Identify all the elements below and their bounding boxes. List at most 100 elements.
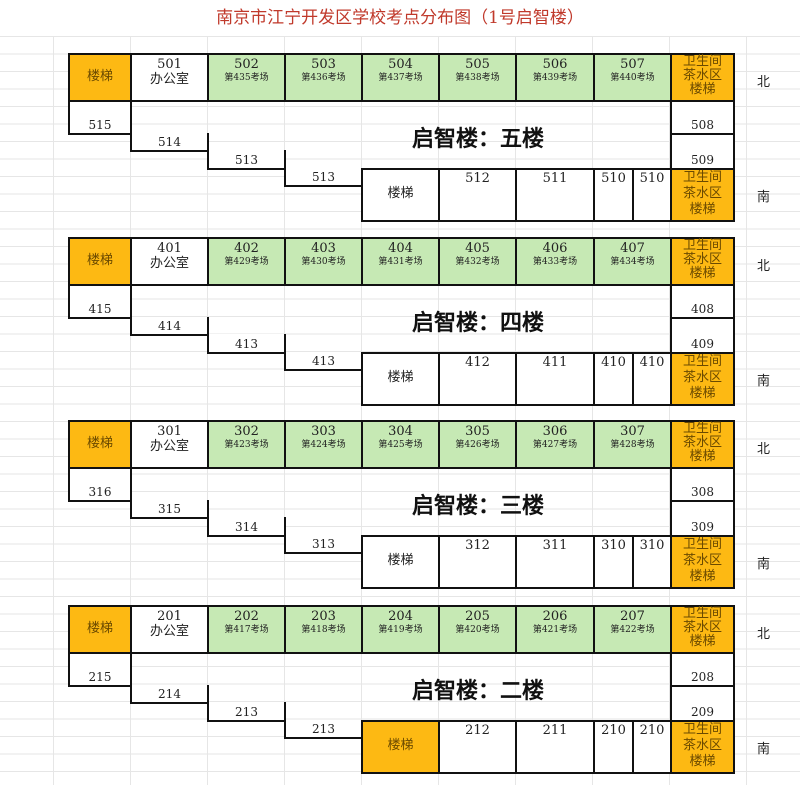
room-number: 515 — [88, 118, 112, 133]
exam-site-label: 第440考场 — [610, 72, 655, 83]
room-name: 办公室 — [149, 71, 189, 87]
exam-site-label: 第427考场 — [532, 439, 578, 450]
room-number: 314 — [235, 520, 258, 535]
room-408: 408 — [670, 284, 735, 319]
room-411: 411 — [515, 352, 595, 406]
north-label: 北 — [757, 75, 771, 90]
service-north: 卫生间茶水区楼梯 — [670, 53, 735, 102]
room-number: 413 — [235, 337, 258, 352]
hallway — [130, 467, 672, 537]
stair-label: 楼梯 — [387, 553, 414, 568]
room-number: 303 — [311, 424, 336, 439]
room-number: 215 — [88, 670, 112, 685]
service-label: 楼梯 — [689, 266, 716, 281]
exam-site-label: 第437考场 — [378, 72, 423, 83]
service-label: 茶水区 — [682, 186, 722, 201]
room-number: 506 — [542, 57, 568, 72]
room-number: 309 — [691, 520, 714, 535]
exam-site-label: 第432考场 — [455, 256, 500, 267]
room-number: 210 — [639, 723, 665, 738]
room-215: 215 — [68, 652, 132, 687]
room-311: 311 — [515, 535, 595, 589]
floor-title: 启智楼：二楼 — [412, 678, 545, 704]
room-number: 306 — [542, 424, 568, 439]
room-211: 211 — [515, 720, 595, 774]
hallway — [130, 652, 672, 722]
stair-left: 楼梯 — [68, 605, 132, 654]
service-label: 卫生间 — [682, 606, 722, 621]
service-label: 楼梯 — [689, 82, 716, 97]
room-number: 302 — [234, 424, 259, 439]
north-label: 北 — [757, 259, 771, 274]
room-413: 413 — [284, 352, 363, 371]
service-label: 楼梯 — [689, 634, 716, 649]
room-309: 309 — [670, 500, 735, 537]
room-number: 507 — [620, 57, 645, 72]
service-label: 茶水区 — [682, 252, 722, 267]
room-number: 209 — [691, 705, 714, 720]
room-409: 409 — [670, 317, 735, 354]
room-number: 408 — [691, 302, 714, 317]
room-510: 510 — [593, 168, 634, 222]
room-410: 410 — [632, 352, 672, 406]
room-number: 407 — [620, 241, 645, 256]
room-509: 509 — [670, 133, 735, 170]
room-number: 201 — [157, 609, 182, 624]
room-number: 410 — [601, 355, 626, 370]
north-label: 北 — [757, 627, 771, 642]
room-412: 412 — [438, 352, 517, 406]
room-313: 313 — [284, 535, 363, 554]
room-number: 316 — [88, 485, 112, 500]
room-414: 414 — [130, 317, 209, 336]
room-208: 208 — [670, 652, 735, 687]
stair-middle: 楼梯 — [361, 535, 440, 589]
room-number: 406 — [542, 241, 568, 256]
service-label: 楼梯 — [689, 202, 716, 217]
room-number: 310 — [639, 538, 665, 553]
room-213: 213 — [207, 702, 286, 722]
room-number: 204 — [388, 609, 413, 624]
service-label: 楼梯 — [689, 386, 716, 401]
room-number: 504 — [388, 57, 413, 72]
room-number: 311 — [542, 538, 568, 553]
exam-site-label: 第439考场 — [532, 72, 578, 83]
room-213: 213 — [284, 720, 363, 739]
exam-site-label: 第426考场 — [455, 439, 500, 450]
room-number: 501 — [157, 57, 182, 72]
room-310: 310 — [632, 535, 672, 589]
exam-site-label: 第424考场 — [301, 439, 346, 450]
room-number: 307 — [620, 424, 645, 439]
room-number: 213 — [312, 722, 335, 737]
exam-site-label: 第430考场 — [301, 256, 346, 267]
stair-left: 楼梯 — [68, 420, 132, 469]
exam-site-label: 第421考场 — [532, 624, 578, 635]
service-label: 茶水区 — [682, 620, 722, 635]
exam-site-label: 第423考场 — [224, 439, 269, 450]
room-511: 511 — [515, 168, 595, 222]
service-label: 茶水区 — [682, 553, 722, 568]
room-number: 508 — [691, 118, 714, 133]
room-214: 214 — [130, 685, 209, 704]
room-number: 308 — [691, 485, 714, 500]
south-label: 南 — [757, 190, 771, 205]
stair-label: 楼梯 — [86, 253, 113, 268]
stair-label: 楼梯 — [86, 69, 113, 84]
room-number: 412 — [465, 355, 490, 370]
room-508: 508 — [670, 100, 735, 135]
room-number: 205 — [465, 609, 490, 624]
service-label: 茶水区 — [682, 370, 722, 385]
